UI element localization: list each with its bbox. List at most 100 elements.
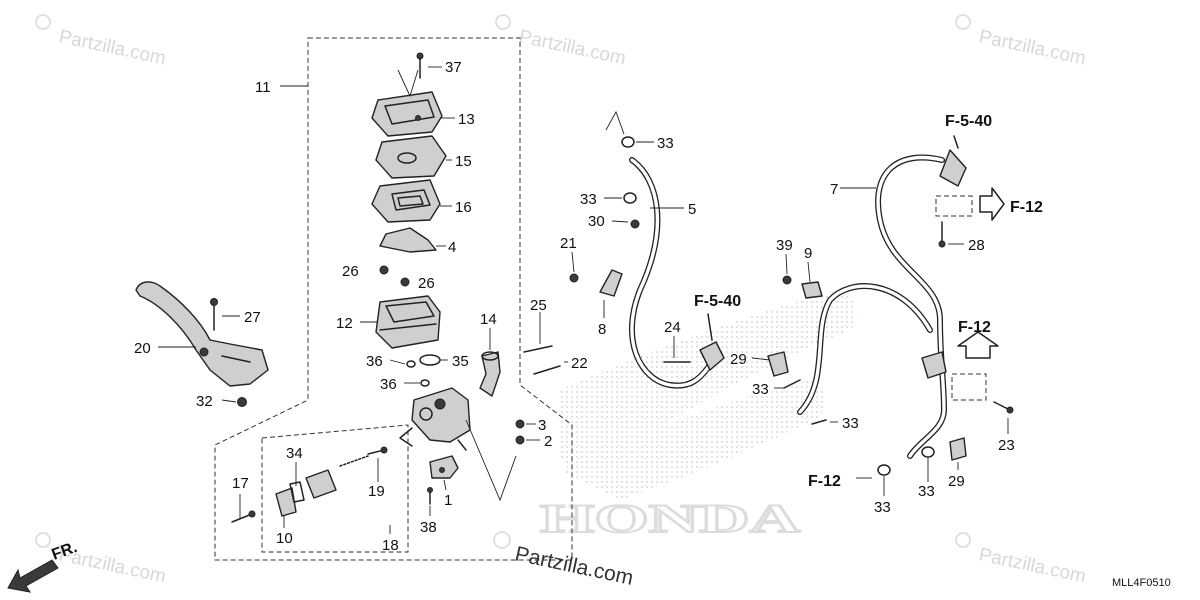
diagram-code: MLL4F0510 [1112,577,1171,589]
callout-12: 12 [336,315,353,332]
callout-36-b: 36 [380,376,397,393]
svg-text:Partzilla.com: Partzilla.com [57,26,168,69]
dashed-clamp-markers [935,195,987,401]
callout-4: 4 [448,239,456,256]
lever-nut-32 [237,397,247,407]
callout-14: 14 [480,311,497,328]
watermark-bottom-right: Partzilla.com [955,532,1088,588]
callout-8: 8 [598,321,606,338]
callout-9: 9 [804,245,812,262]
callout-29-b: 29 [948,473,965,490]
watermark-layer: Partzilla.com Partzilla.com Partzilla.co… [35,14,1088,590]
master-cylinder-assembly-boundary [214,37,573,561]
svg-text:Partzilla.com: Partzilla.com [977,26,1088,69]
callout-37: 37 [445,59,462,76]
watermark-top-center: Partzilla.com [495,14,628,70]
callout-10: 10 [276,530,293,547]
callout-21: 21 [560,235,577,252]
hose-washers [621,136,640,229]
callout-33-c: 33 [752,381,769,398]
switch-screw-38 [427,487,433,505]
bolt-21 [569,273,579,283]
reference-labels: F-5-40 F-12 F-12 F-5-40 F-12 [694,113,1043,490]
bolt-29-center [767,351,789,377]
callout-labels: 37 11 13 15 16 4 26 26 12 14 36 35 36 20… [134,59,1015,554]
callout-7: 7 [830,181,838,198]
callout-1: 1 [444,492,452,509]
hose-clamp-9 [801,281,823,299]
ref-f-12-bottom[interactable]: F-12 [808,473,841,490]
nut-39 [782,275,792,285]
svg-text:Partzilla.com: Partzilla.com [517,26,628,69]
brake-lever [135,281,269,387]
callout-20: 20 [134,340,151,357]
piston-kit [275,446,388,517]
callout-28: 28 [968,237,985,254]
callout-24: 24 [664,319,681,336]
ref-f-5-40-center[interactable]: F-5-40 [694,293,741,310]
watermark-top-right: Partzilla.com [955,14,1088,70]
honda-wing-watermark [560,290,857,500]
lower-brake-hose [797,149,967,459]
hose-clamp-8 [599,269,623,297]
float-plate [379,227,437,253]
svg-text:Partzilla.com: Partzilla.com [977,544,1088,587]
piston-kit-boundary [261,424,409,553]
callout-36-a: 36 [366,353,383,370]
callout-33-d: 33 [842,415,859,432]
lever-bolt-27 [210,298,218,331]
bolt-28 [938,221,946,248]
direction-arrows [707,135,1005,359]
brake-light-switch [429,455,459,479]
watermark-top-left: Partzilla.com [35,14,168,70]
callout-39: 39 [776,237,793,254]
bolts-25-22-24 [523,345,691,375]
callout-16: 16 [455,199,472,216]
callout-11: 11 [255,79,271,96]
callout-26-a: 26 [342,263,359,280]
ref-f-5-40-top[interactable]: F-5-40 [945,113,992,130]
reservoir-screws [379,265,410,287]
callout-30: 30 [588,213,605,230]
diaphragm [371,179,441,223]
callout-3: 3 [538,417,546,434]
callout-23: 23 [998,437,1015,454]
callout-19: 19 [368,483,385,500]
reservoir-cap [371,91,443,137]
ref-f-12-top[interactable]: F-12 [1010,199,1043,216]
pivot-bolt-17 [231,510,256,523]
honda-brand-watermark: HONDA [540,496,800,541]
callout-2: 2 [544,433,552,450]
right-washers [783,379,967,476]
small-orings [406,354,441,387]
callout-34: 34 [286,445,303,462]
leader-lines [158,66,1009,534]
washer-3-bolt-2 [515,419,525,445]
callout-25: 25 [530,297,547,314]
master-cylinder-reservoir [375,295,441,349]
upper-brake-hose [629,157,725,389]
callout-5: 5 [688,201,696,218]
svg-text:Partzilla.com: Partzilla.com [513,542,635,589]
master-cylinder-body [399,387,471,451]
callout-27: 27 [244,309,261,326]
ref-f-12-right[interactable]: F-12 [958,319,991,336]
callout-38: 38 [420,519,437,536]
callout-26-b: 26 [418,275,435,292]
callout-35: 35 [452,353,469,370]
callout-33-b: 33 [580,191,597,208]
callout-17: 17 [232,475,249,492]
screw-37 [416,52,424,79]
callout-22: 22 [571,355,588,372]
callout-15: 15 [455,153,472,170]
callout-33-f: 33 [918,483,935,500]
callout-33-e: 33 [874,499,891,516]
callout-32: 32 [196,393,213,410]
callout-13: 13 [458,111,475,128]
callout-29-a: 29 [730,351,747,368]
callout-18: 18 [382,537,399,554]
diaphragm-plate [375,135,447,179]
callout-33-a: 33 [657,135,674,152]
